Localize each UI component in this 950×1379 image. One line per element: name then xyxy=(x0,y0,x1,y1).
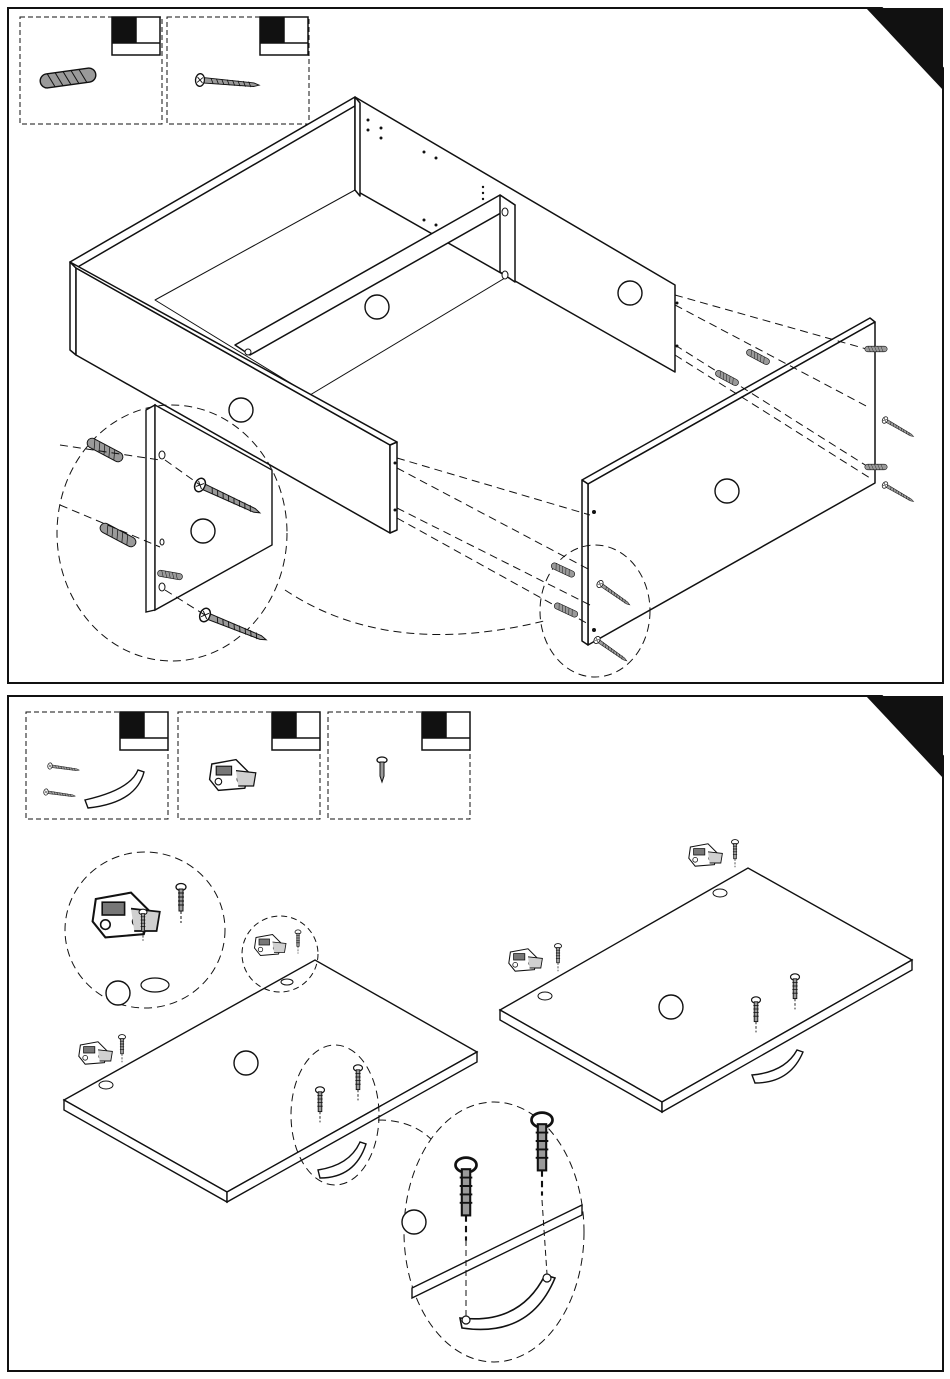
left-door-label xyxy=(234,1051,258,1075)
front-panel-label xyxy=(229,398,253,422)
quantity-tag xyxy=(422,712,470,750)
hinge-zoom-large xyxy=(65,852,225,1008)
side-panel-label xyxy=(715,479,739,503)
quantity-tag xyxy=(120,712,168,750)
hinge-detail-label xyxy=(106,981,130,1005)
quantity-tag xyxy=(272,712,320,750)
quantity-tag xyxy=(112,17,160,55)
handle-detail-label xyxy=(402,1210,426,1234)
detail-panel-label xyxy=(191,519,215,543)
handle-zoom-large xyxy=(402,1102,584,1362)
middle-divider-label xyxy=(365,295,389,319)
right-door-label xyxy=(659,995,683,1019)
rear-panel-label xyxy=(618,281,642,305)
quantity-tag xyxy=(260,17,308,55)
